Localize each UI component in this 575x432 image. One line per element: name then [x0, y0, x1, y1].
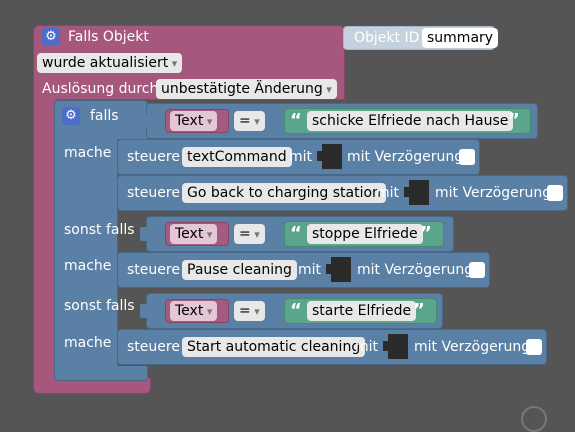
value-slot-4[interactable] — [383, 334, 408, 359]
operator-dropdown-1[interactable]: = — [234, 111, 265, 131]
with-label-4: mit — [355, 339, 379, 355]
delay-label-2: mit Verzögerung — [435, 185, 552, 201]
with-label-1: mit — [289, 149, 313, 165]
compare-connector-1 — [140, 114, 148, 128]
if-block-spine — [54, 139, 118, 374]
control-block-1[interactable] — [117, 139, 480, 175]
close-quote-icon: ” — [420, 223, 432, 244]
delay-label-3: mit Verzögerung — [357, 262, 474, 278]
operator-dropdown-2[interactable]: = — [234, 224, 265, 244]
close-quote-icon: ” — [508, 110, 520, 131]
variable-name-3[interactable]: Text — [170, 301, 218, 321]
with-label-2: mit — [376, 185, 400, 201]
if-block-bottom — [54, 366, 148, 381]
string-field-3[interactable]: starte Elfriede — [307, 301, 417, 321]
compare-connector-2 — [140, 227, 148, 241]
event-title: Falls Objekt — [68, 29, 149, 45]
control-target-3[interactable]: Pause cleaning — [182, 260, 297, 280]
elseif-label-1: sonst falls — [64, 222, 135, 238]
delay-checkbox-2[interactable] — [547, 185, 563, 201]
control-block-3[interactable] — [117, 252, 490, 288]
open-quote-icon: “ — [290, 110, 302, 131]
compare-connector-3 — [140, 304, 148, 318]
close-quote-icon: ” — [413, 300, 425, 321]
string-field-2[interactable]: stoppe Elfriede — [307, 224, 423, 244]
with-label-3: mit — [298, 262, 322, 278]
control-keyword-3: steuere — [127, 262, 180, 278]
if-label: falls — [90, 108, 119, 124]
open-quote-icon: “ — [290, 223, 302, 244]
event-block-bottom — [33, 378, 151, 394]
event-gear-icon[interactable]: ⚙ — [42, 28, 60, 46]
value-slot-3[interactable] — [326, 257, 351, 282]
do-label-2: mache — [64, 258, 112, 274]
control-target-2[interactable]: Go back to charging station — [182, 183, 386, 203]
do-label-3: mache — [64, 335, 112, 351]
trigger-type-dropdown[interactable]: unbestätigte Änderung — [156, 79, 337, 99]
control-target-1[interactable]: textCommand — [182, 147, 292, 167]
trash-icon[interactable] — [521, 406, 547, 432]
string-field-1[interactable]: schicke Elfriede nach Hause — [307, 111, 514, 131]
control-keyword-1: steuere — [127, 149, 180, 165]
elseif-label-2: sonst falls — [64, 298, 135, 314]
if-gear-icon[interactable]: ⚙ — [62, 107, 80, 125]
delay-checkbox-1[interactable] — [459, 149, 475, 165]
control-keyword-4: steuere — [127, 339, 180, 355]
delay-checkbox-4[interactable] — [526, 339, 542, 355]
delay-label-4: mit Verzögerung — [414, 339, 531, 355]
object-id-label: Objekt ID — [354, 30, 420, 46]
variable-name-1[interactable]: Text — [170, 111, 218, 131]
value-slot-1[interactable] — [317, 144, 342, 169]
operator-dropdown-3[interactable]: = — [234, 301, 265, 321]
trigger-label: Auslösung durch — [42, 81, 159, 97]
delay-label-1: mit Verzögerung — [347, 149, 464, 165]
event-block-spine — [33, 99, 57, 386]
value-slot-2[interactable] — [404, 180, 429, 205]
control-target-4[interactable]: Start automatic cleaning — [182, 337, 366, 357]
control-keyword-2: steuere — [127, 185, 180, 201]
variable-name-2[interactable]: Text — [170, 224, 218, 244]
do-label-1: mache — [64, 145, 112, 161]
delay-checkbox-3[interactable] — [469, 262, 485, 278]
open-quote-icon: “ — [290, 300, 302, 321]
object-id-field[interactable]: summary — [422, 28, 499, 48]
trigger-dropdown[interactable]: wurde aktualisiert — [37, 53, 183, 73]
